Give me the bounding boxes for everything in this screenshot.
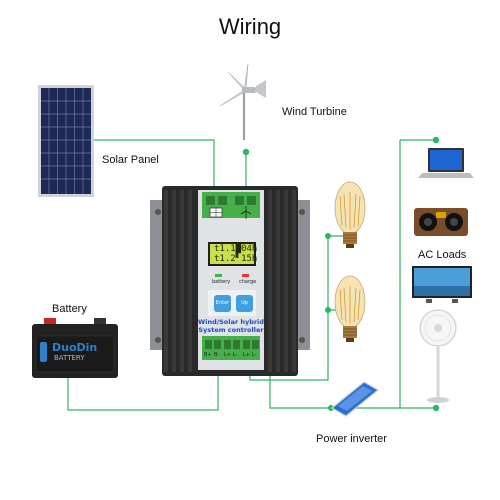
battery-brand-sub: BATTERY (54, 354, 85, 362)
charge-led-label: charge (239, 279, 257, 285)
wind-turbine-image (214, 62, 284, 142)
lcd-line-1: t1.1█04h (214, 244, 258, 254)
solar-terminal-icon (208, 206, 226, 218)
battery-image (30, 318, 120, 380)
light-bulb-2 (330, 270, 370, 350)
wire-battery (67, 368, 219, 411)
lcd-line-2: t1.2▘15h (214, 254, 258, 264)
enter-button[interactable]: Enter (214, 295, 231, 312)
battery-label: Battery (52, 303, 87, 315)
hybrid-controller: t1.1█04h t1.2▘15h battery charge Enter U… (140, 182, 320, 378)
wire-ac-bus (399, 140, 436, 409)
light-bulb-1 (330, 176, 370, 256)
fan-icon (418, 308, 458, 404)
wind-terminal-icon (239, 205, 253, 219)
power-inverter-label: Power inverter (316, 433, 387, 445)
solar-panel-label: Solar Panel (102, 154, 159, 166)
laptop-icon (418, 146, 474, 182)
controller-name-line-2: System controller (198, 326, 264, 334)
terminal-label: B- (214, 352, 220, 358)
terminal-label: L- (233, 352, 238, 358)
battery-led-label: battery (212, 279, 231, 285)
tv-icon (412, 266, 472, 304)
battery-brand-name: DuoDin (52, 341, 98, 354)
up-button[interactable]: Up (236, 295, 253, 312)
controller-name-line-1: Wind/Solar hybrid (198, 318, 264, 326)
wire-solar (86, 139, 215, 196)
diagram-title: Wiring (218, 14, 282, 39)
terminal-label: L- (252, 352, 257, 358)
ac-loads-label: AC Loads (418, 249, 467, 261)
power-inverter-image (330, 378, 380, 418)
terminal-label: L+ (243, 352, 250, 358)
solar-panel-image (38, 85, 94, 197)
wind-turbine-label: Wind Turbine (282, 106, 347, 118)
speaker-icon (414, 202, 468, 238)
terminal-label: L+ (224, 352, 231, 358)
terminal-label: B+ (204, 352, 212, 358)
